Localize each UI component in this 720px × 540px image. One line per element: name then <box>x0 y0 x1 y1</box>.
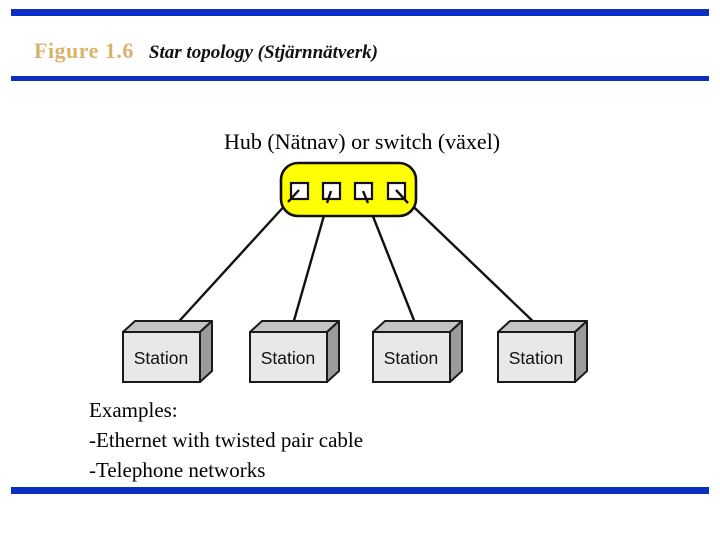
station-side-face <box>574 320 588 383</box>
station-node-3: Station <box>372 320 463 383</box>
station-front-face <box>122 331 201 383</box>
bottom-rule <box>11 487 709 494</box>
figure-number-label: Figure 1.6 <box>34 38 134 63</box>
link-line-1 <box>171 189 300 330</box>
hub-caption: Hub (Nätnav) or switch (växel) <box>224 129 501 154</box>
examples-item-1: -Ethernet with twisted pair cable <box>89 428 364 452</box>
station-top-face <box>122 320 213 333</box>
station-node-1: Station <box>122 320 213 383</box>
hub-node <box>279 161 418 218</box>
station-label: Station <box>509 348 563 368</box>
hub-port-stubs <box>287 189 409 204</box>
hub-station-links <box>171 189 542 332</box>
station-top-face <box>249 320 340 333</box>
station-side-face <box>199 320 213 383</box>
top-rule <box>11 9 709 16</box>
station-top-face <box>372 320 463 333</box>
station-label: Station <box>261 348 315 368</box>
hub-port-2 <box>321 181 342 201</box>
station-front-face <box>372 331 451 383</box>
station-front-face <box>497 331 576 383</box>
hub-body <box>279 161 418 218</box>
station-label: Station <box>384 348 438 368</box>
title-underline-rule <box>11 76 709 81</box>
slide-title: Figure 1.6 Star topology (Stjärnnätverk) <box>34 38 378 64</box>
examples-block: Examples: -Ethernet with twisted pair ca… <box>89 395 363 485</box>
station-label: Station <box>134 348 188 368</box>
examples-heading: Examples: <box>89 398 178 422</box>
examples-item-2: -Telephone networks <box>89 458 266 482</box>
link-line-4 <box>395 189 542 330</box>
figure-title-text: Star topology (Stjärnnätverk) <box>148 42 378 63</box>
station-node-4: Station <box>497 320 588 383</box>
station-top-face <box>497 320 588 333</box>
station-node-2: Station <box>249 320 340 383</box>
station-front-face <box>249 331 328 383</box>
station-side-face <box>449 320 463 383</box>
station-side-face <box>326 320 340 383</box>
